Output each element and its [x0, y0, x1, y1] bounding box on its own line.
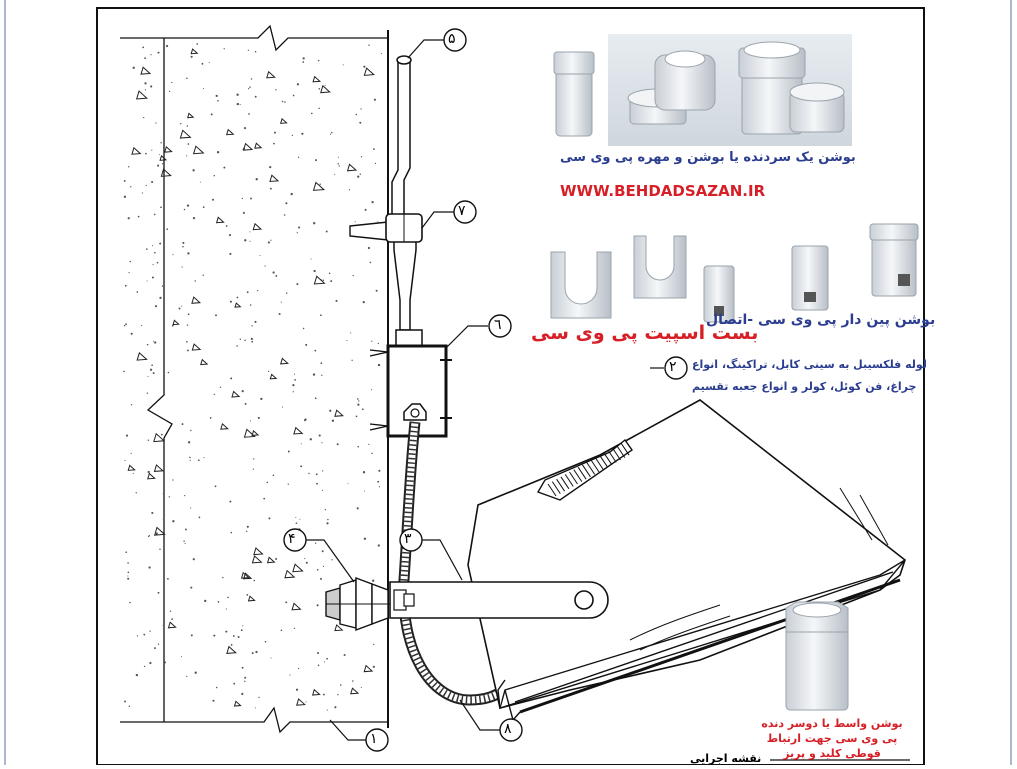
- caption-flexible-line-1: لوله فلکسیبل به سینی کابل، تراکینگ، انوا…: [692, 358, 927, 371]
- wall-clamp: [349, 213, 423, 243]
- photo-coupling-nut: [553, 34, 852, 146]
- caption-pin-bushing: بوشن پین دار پی وی سی -اتصال: [706, 312, 936, 328]
- leader-lines: [306, 39, 664, 741]
- callout-5: ۵: [448, 31, 456, 47]
- photo-double-bushing: [785, 601, 849, 711]
- bottom-title: نقشه اجرایی: [690, 752, 762, 765]
- junction-box: [369, 344, 452, 438]
- luminaire: [389, 399, 906, 722]
- flexible-conduit: [398, 421, 524, 706]
- callout-6: ٦: [494, 317, 502, 333]
- callout-2: ٢: [669, 359, 677, 375]
- website-link[interactable]: WWW.BEHDADSAZAN.IR: [560, 182, 766, 200]
- callout-circles: [283, 28, 688, 752]
- concrete-wall: [120, 24, 389, 734]
- caption-coupling-nut: بوشن یک سردنده یا بوشن و مهره پی وی سی: [560, 150, 856, 165]
- callout-3: ٣: [404, 531, 412, 547]
- pvc-conduit: [391, 55, 423, 347]
- photo-spacer-clips: [550, 223, 919, 323]
- caption-double-bushing: بوشن واسط یا دوسر دنده پی وی سی جهت ارتب…: [761, 717, 903, 760]
- callout-4: ۴: [288, 531, 296, 547]
- caption-spacer-clip: بست اسپیت پی وی سی: [531, 322, 759, 344]
- callout-8: ٨: [504, 721, 512, 737]
- anchor-bolt: [325, 576, 390, 632]
- callout-1: ١: [370, 731, 378, 747]
- callout-7: ٧: [458, 203, 466, 219]
- caption-flexible-line-2: چراغ، فن کوئل، کولر و انواع جعبه تقسیم: [692, 380, 917, 393]
